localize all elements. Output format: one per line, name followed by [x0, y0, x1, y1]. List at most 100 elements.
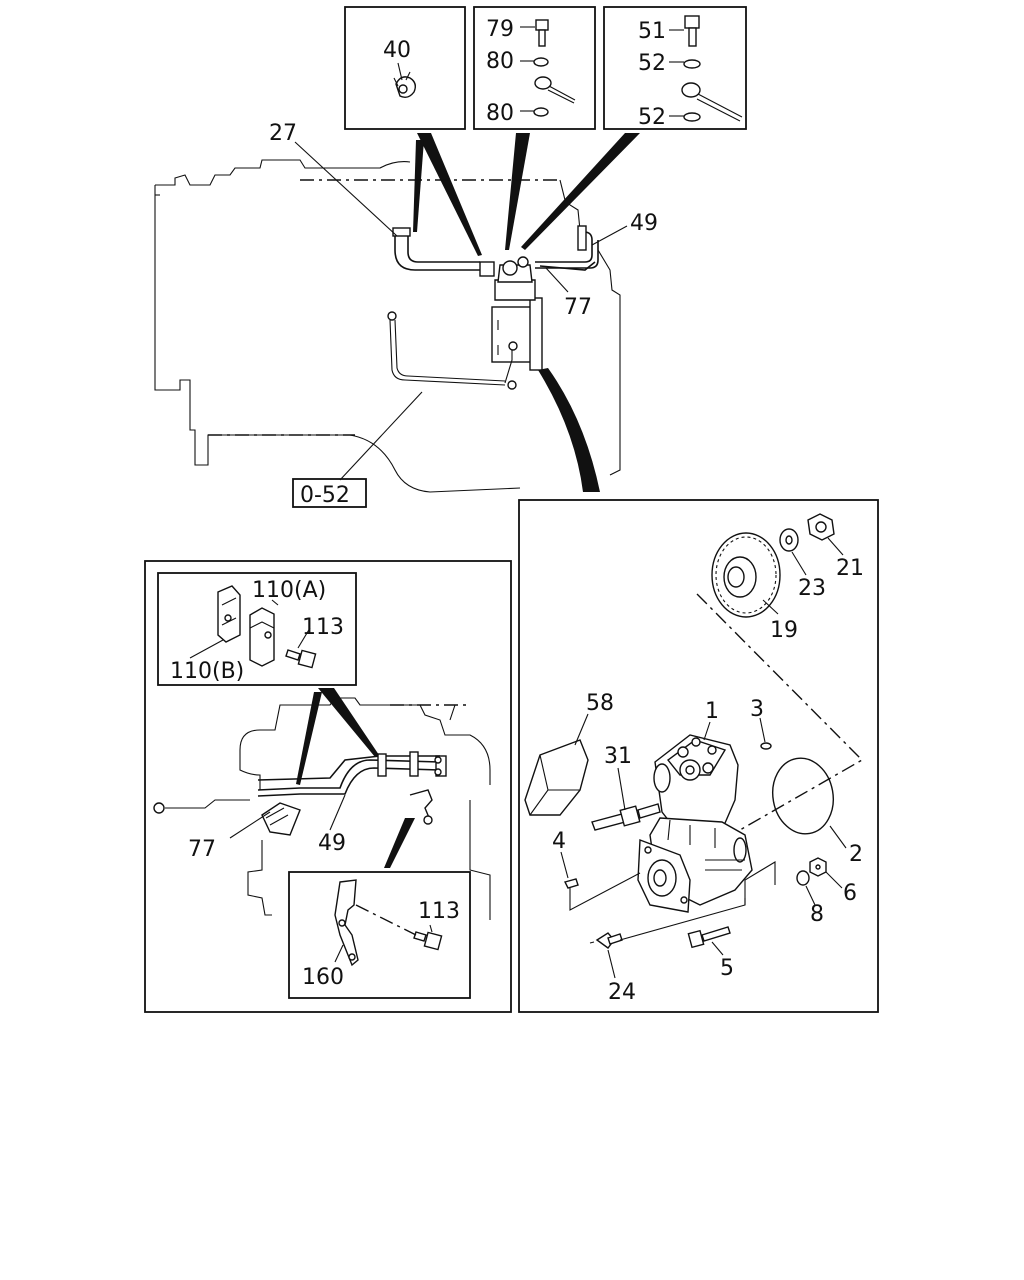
label-part-49: 49: [630, 211, 658, 236]
nut-6: [809, 857, 827, 877]
bolt-icon: [285, 649, 317, 669]
label-part-2: 2: [849, 842, 863, 867]
label-part-49: 49: [318, 831, 346, 856]
leader-line: [574, 713, 589, 746]
bolt-5: [687, 926, 731, 949]
label-part-27: 27: [269, 121, 297, 146]
callout-pointer: [521, 133, 640, 250]
leader-line: [329, 794, 346, 831]
label-part-6: 6: [843, 881, 857, 906]
callout-pointer: [296, 692, 322, 785]
stud-31: [591, 803, 661, 831]
leader-line: [829, 825, 847, 849]
label-part-21: 21: [836, 556, 864, 581]
label-part-110b: 110(B): [170, 659, 244, 684]
washer-icon: [533, 107, 549, 117]
label-part-77: 77: [188, 837, 216, 862]
label-part-24: 24: [608, 980, 636, 1005]
leader-line: [791, 551, 807, 576]
leader-line: [762, 599, 779, 615]
leader-line: [545, 267, 569, 293]
bolt-icon: [535, 19, 549, 47]
leader-line: [805, 885, 816, 906]
label-part-58: 58: [586, 691, 614, 716]
bracket-160-side: [409, 789, 433, 825]
leader-line: [560, 851, 569, 879]
label-part-113: 113: [418, 899, 460, 924]
reference-box: [292, 478, 367, 508]
label-part-52: 52: [638, 105, 666, 130]
oil-line: [387, 311, 518, 390]
callout-pointer: [413, 140, 424, 232]
washer-icon: [683, 59, 701, 69]
plug-3: [760, 742, 772, 750]
callout-pointer: [318, 688, 379, 757]
detail-box-brackets-110: [157, 572, 357, 686]
detail-panel-right: [518, 499, 879, 1013]
washer-icon: [683, 112, 701, 122]
clip-icon: [393, 71, 417, 99]
washer-8: [796, 870, 810, 886]
label-reference-0-52: 0-52: [300, 483, 350, 508]
key-4: [563, 878, 579, 889]
banjo-fitting-icon: [681, 82, 743, 122]
pipe-27: [392, 227, 480, 271]
banjo-fitting-icon: [534, 76, 576, 104]
callout-pointer: [505, 133, 530, 250]
detail-box-bolts-79-80: [473, 6, 596, 130]
detail-panel-left: [144, 560, 512, 1013]
label-part-23: 23: [798, 576, 826, 601]
assembly-line: [696, 593, 864, 831]
air-compressor-1: [637, 734, 753, 913]
label-part-3: 3: [750, 697, 764, 722]
label-part-80: 80: [486, 49, 514, 74]
label-part-1: 1: [705, 699, 719, 724]
label-part-8: 8: [810, 902, 824, 927]
detail-box-bolts-51-52: [603, 6, 747, 130]
label-part-40: 40: [383, 38, 411, 63]
leader-line: [591, 225, 628, 246]
callout-pointer: [384, 818, 415, 868]
leader-line: [759, 717, 766, 743]
callout-pointer: [417, 133, 482, 256]
engine-outline-side: [239, 697, 491, 920]
leader-line: [229, 811, 271, 839]
pipe-77: [539, 261, 596, 271]
label-part-160: 160: [302, 965, 344, 990]
callout-pointer: [538, 368, 600, 492]
leader-line: [607, 949, 616, 979]
bracket-110b-icon: [217, 585, 241, 643]
bolt-icon: [684, 15, 700, 47]
label-part-110a: 110(A): [252, 578, 326, 603]
dust-cover-58: [524, 739, 589, 816]
leader-line: [294, 141, 398, 237]
label-part-19: 19: [770, 618, 798, 643]
label-part-51: 51: [638, 19, 666, 44]
leader-line: [711, 941, 724, 956]
label-part-79: 79: [486, 17, 514, 42]
leader-line: [339, 391, 423, 481]
nut-21: [807, 513, 835, 541]
bracket-160-icon: [334, 879, 359, 967]
label-part-77: 77: [564, 295, 592, 320]
o-ring-2: [772, 757, 834, 835]
leader-line: [617, 767, 626, 811]
leader-line: [703, 721, 711, 741]
detail-box-bracket-160: [288, 871, 471, 999]
assembly-line: [619, 861, 776, 941]
engine-outline-top: [154, 159, 621, 493]
label-part-5: 5: [720, 956, 734, 981]
leader-line: [825, 871, 843, 889]
bracket-110a-icon: [249, 607, 275, 667]
label-part-52: 52: [638, 51, 666, 76]
label-part-31: 31: [604, 744, 632, 769]
detail-box-clip-40: [344, 6, 466, 130]
oil-line-side: [153, 799, 250, 814]
label-part-80: 80: [486, 101, 514, 126]
pipe-49: [535, 225, 599, 269]
assembly-line: [569, 872, 641, 911]
pipe-49-side: [257, 751, 447, 797]
label-part-113: 113: [302, 615, 344, 640]
gear-19: [711, 532, 781, 618]
